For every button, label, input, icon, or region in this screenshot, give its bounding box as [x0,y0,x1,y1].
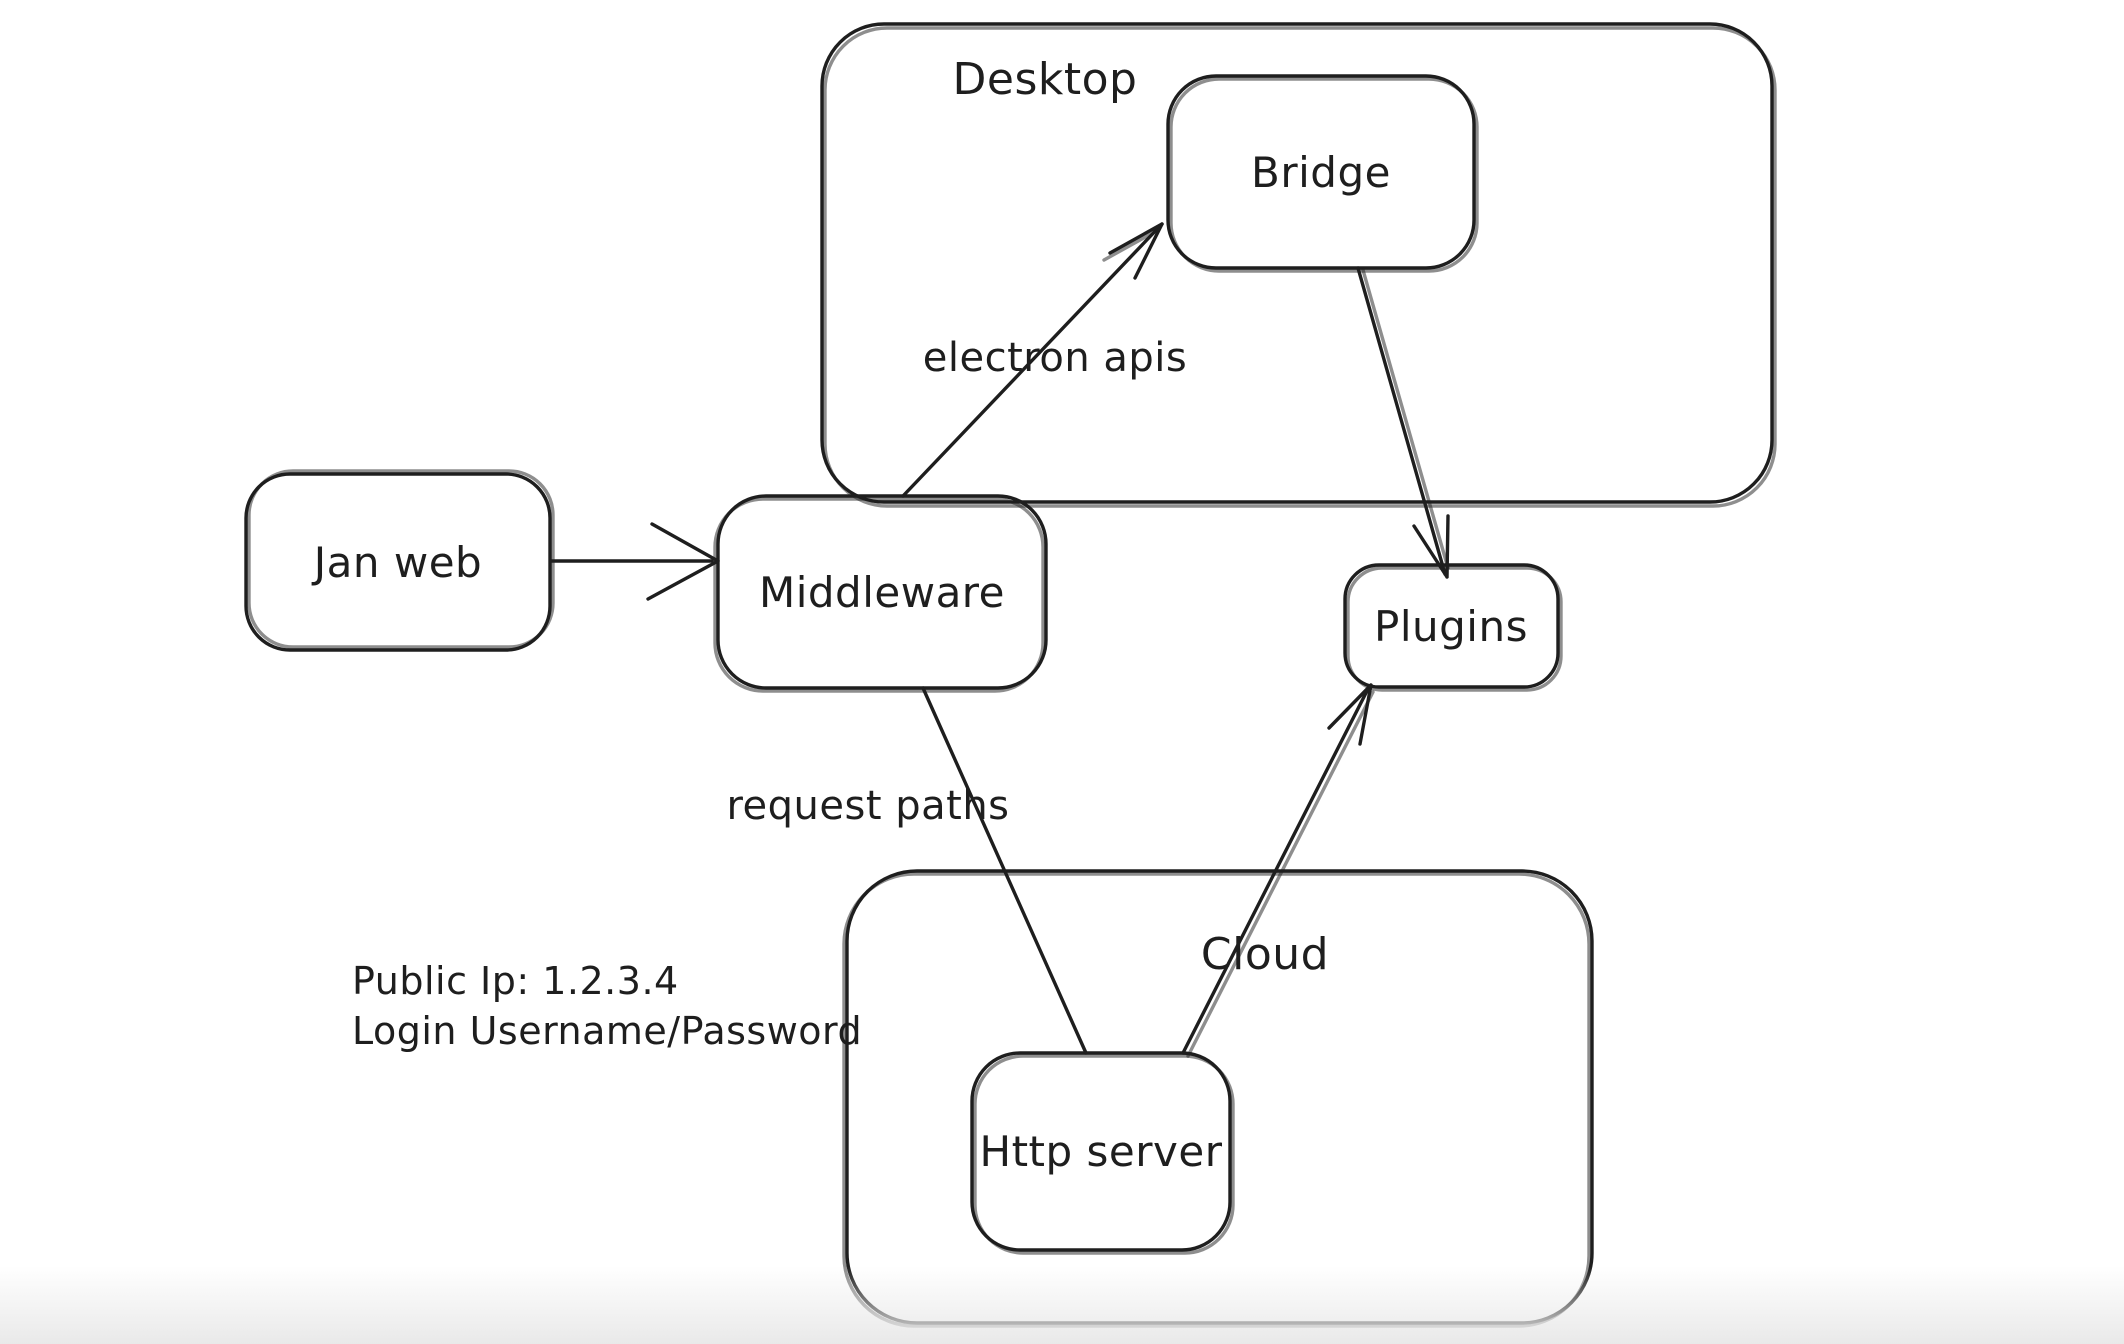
arrow-bridge-to-plugins-sketch-stroke [1361,268,1450,570]
arrow-bridge-to-plugins-arrowhead [1412,514,1450,579]
arrow-http-server-to-plugins[interactable] [1181,683,1375,1058]
arrow-middleware-to-bridge[interactable] [901,222,1164,498]
arrow-http-server-to-plugins-sketch-stroke [1186,690,1375,1058]
arrow-http-server-to-plugins-shaft [1181,685,1371,1055]
annotation-note: Public Ip: 1.2.3.4 Login Username/Passwo… [352,959,862,1053]
jan-web-node-label: Jan web [311,538,482,587]
desktop-container-shape[interactable] [820,22,1774,504]
arrow-jan-web-to-middleware[interactable] [549,522,720,601]
arrow-bridge-to-plugins-shaft [1356,266,1447,576]
annotation-line-1: Public Ip: 1.2.3.4 [352,959,679,1003]
arrow-jan-web-to-middleware-arrowhead [646,522,720,601]
desktop-container-label: Desktop [953,54,1138,105]
desktop-container: Desktop [820,22,1777,508]
middleware-node-label: Middleware [759,568,1005,617]
arrow-bridge-to-plugins[interactable] [1356,266,1450,579]
electron-apis-edge-label: electron apis [923,335,1187,381]
bridge-node: Bridge [1166,74,1479,273]
plugins-node: Plugins [1343,563,1563,692]
arrow-middleware-to-http-server[interactable] [921,686,1088,1055]
arrow-middleware-to-http-server-shaft [921,686,1088,1055]
middleware-node-shape[interactable] [716,494,1048,690]
request-paths-edge-label: request paths [726,783,1009,829]
plugins-node-label: Plugins [1374,602,1528,651]
http-server-node-shape[interactable] [970,1051,1232,1252]
arrow-http-server-to-plugins-arrowhead [1327,683,1373,746]
http-server-node-label: Http server [980,1127,1223,1176]
arrow-middleware-to-bridge-arrowhead [1108,222,1164,280]
cloud-container-label: Cloud [1201,929,1329,980]
http-server-node: Http server [970,1051,1235,1255]
bridge-node-label: Bridge [1251,148,1391,197]
bridge-node-shape[interactable] [1166,74,1476,270]
middleware-node: Middleware [713,494,1048,693]
plugins-node-shape[interactable] [1343,563,1560,689]
arrow-middleware-to-bridge-sketch-stroke [1102,228,1160,262]
annotation-line-2: Login Username/Password [352,1009,862,1053]
arrow-middleware-to-bridge-shaft [901,222,1164,498]
